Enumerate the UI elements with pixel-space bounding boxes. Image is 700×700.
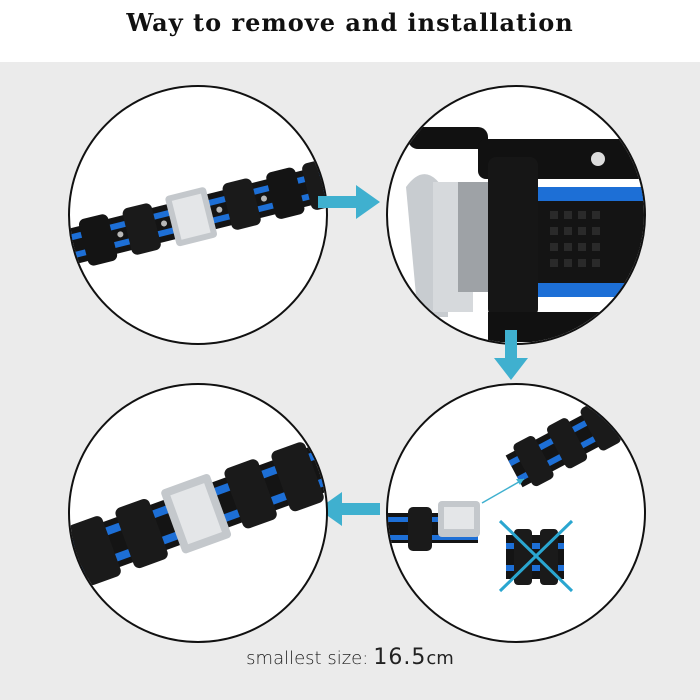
arrow-right-icon (318, 185, 380, 223)
reassembled-bracelet-image (70, 438, 326, 587)
clasp-closeup-image (406, 127, 644, 342)
cross-icon (498, 519, 574, 593)
size-label: smallest size: (246, 648, 369, 669)
bracelet-closeup-image (70, 158, 326, 266)
page-title: Way to remove and installation (126, 8, 574, 37)
step-3-remove-links (386, 383, 646, 643)
arrow-left-icon (318, 492, 380, 530)
size-unit: cm (426, 648, 454, 669)
step-1-bracelet-view (68, 85, 328, 345)
arrow-down-icon (494, 330, 528, 384)
remove-links-image (388, 385, 644, 593)
step-2-clasp-detail (386, 85, 646, 345)
size-caption: smallest size: 16.5cm (0, 645, 700, 670)
step-4-reassembled-bracelet (68, 383, 328, 643)
size-value: 16.5 (373, 645, 427, 670)
